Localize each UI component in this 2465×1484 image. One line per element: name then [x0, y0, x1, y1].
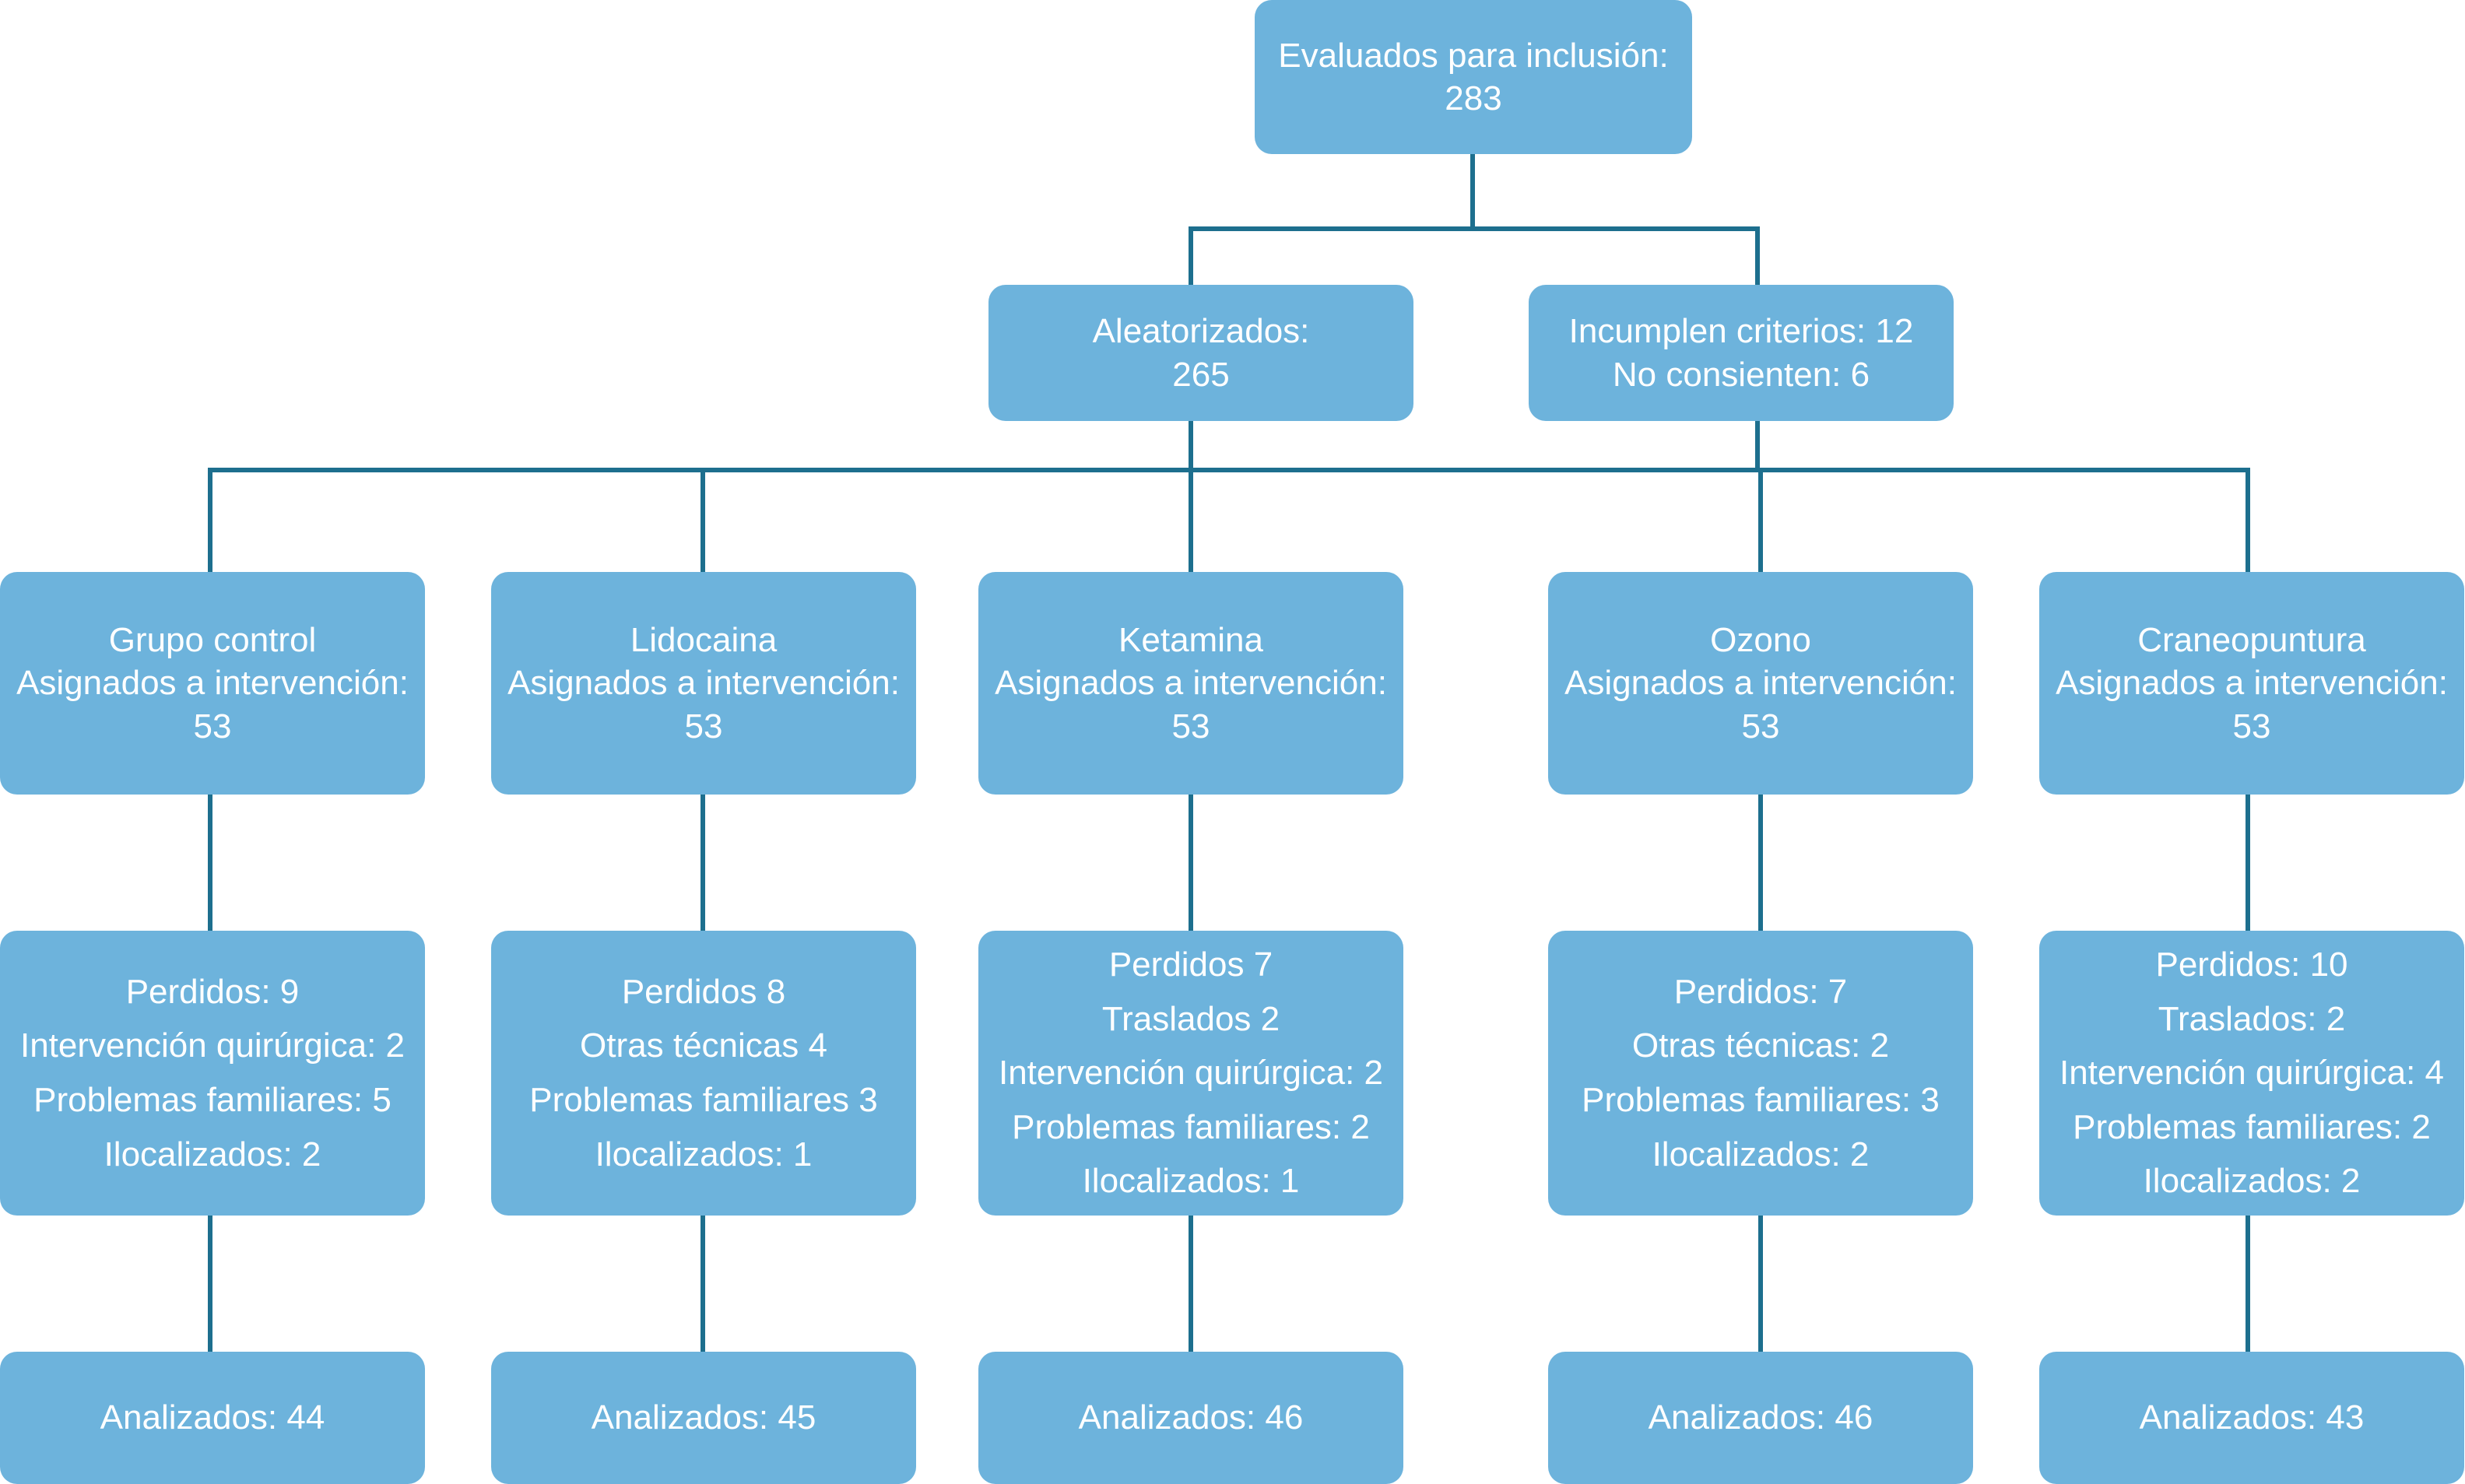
- loss-item: Problemas familiares: 2: [1012, 1107, 1370, 1146]
- excluded-box: Incumplen criterios: 12 No consienten: 6: [1529, 285, 1954, 421]
- analyzed-count: Analizados: 46: [1648, 1398, 1873, 1437]
- group-name: Lidocaina: [630, 620, 778, 659]
- loss-item: Perdidos: 10: [2155, 945, 2348, 984]
- group-assigned-count: 53: [2232, 707, 2271, 746]
- loss-item: Ilocalizados: 2: [1652, 1135, 1870, 1174]
- assessed-label: Evaluados para inclusión:: [1278, 36, 1669, 75]
- analyzed-count: Analizados: 44: [100, 1398, 325, 1437]
- analyzed-count: Analizados: 45: [591, 1398, 816, 1437]
- loss-item: Traslados 2: [1101, 999, 1280, 1038]
- group-name: Ozono: [1710, 620, 1811, 659]
- group-name: Ketamina: [1118, 620, 1263, 659]
- randomized-label: Aleatorizados:: [1092, 312, 1310, 351]
- analyzed-box-ketamina: Analizados: 46: [978, 1352, 1403, 1484]
- group-box-control: Grupo control Asignados a intervención: …: [0, 572, 425, 795]
- group-name: Craneopuntura: [2137, 620, 2366, 659]
- group-box-craneopuntura: Craneopuntura Asignados a intervención: …: [2039, 572, 2464, 795]
- analyzed-box-lidocaina: Analizados: 45: [491, 1352, 916, 1484]
- loss-item: Otras técnicas: 2: [1631, 1026, 1890, 1065]
- loss-item: Ilocalizados: 1: [1082, 1162, 1300, 1201]
- losses-box-ketamina: Perdidos 7 Traslados 2 Intervención quir…: [978, 931, 1403, 1216]
- analyzed-box-control: Analizados: 44: [0, 1352, 425, 1484]
- loss-item: Intervención quirúrgica: 2: [998, 1054, 1384, 1093]
- loss-item: Otras técnicas 4: [580, 1026, 827, 1065]
- loss-item: Problemas familiares 3: [529, 1081, 878, 1119]
- group-assigned-count: 53: [193, 707, 232, 746]
- loss-item: Problemas familiares: 2: [2073, 1107, 2431, 1146]
- loss-item: Ilocalizados: 2: [104, 1135, 321, 1174]
- group-assigned-label: Asignados a intervención:: [2056, 664, 2448, 703]
- losses-box-ozono: Perdidos: 7 Otras técnicas: 2 Problemas …: [1548, 931, 1973, 1216]
- analyzed-count: Analizados: 46: [1078, 1398, 1304, 1437]
- losses-box-craneopuntura: Perdidos: 10 Traslados: 2 Intervención q…: [2039, 931, 2464, 1216]
- loss-item: Intervención quirúrgica: 2: [19, 1026, 406, 1065]
- assessed-count: 283: [1445, 79, 1502, 118]
- loss-item: Perdidos 7: [1108, 945, 1273, 984]
- group-box-ozono: Ozono Asignados a intervención: 53: [1548, 572, 1973, 795]
- group-assigned-label: Asignados a intervención:: [995, 664, 1387, 703]
- randomized-count: 265: [1172, 355, 1230, 394]
- loss-item: Problemas familiares: 3: [1582, 1081, 1940, 1119]
- group-box-ketamina: Ketamina Asignados a intervención: 53: [978, 572, 1403, 795]
- analyzed-count: Analizados: 43: [2139, 1398, 2365, 1437]
- losses-box-lidocaina: Perdidos 8 Otras técnicas 4 Problemas fa…: [491, 931, 916, 1216]
- analyzed-box-ozono: Analizados: 46: [1548, 1352, 1973, 1484]
- loss-item: Ilocalizados: 1: [595, 1135, 813, 1174]
- group-name: Grupo control: [108, 620, 317, 659]
- losses-box-control: Perdidos: 9 Intervención quirúrgica: 2 P…: [0, 931, 425, 1216]
- group-assigned-count: 53: [684, 707, 723, 746]
- randomized-box: Aleatorizados: 265: [988, 285, 1413, 421]
- loss-item: Perdidos 8: [621, 972, 786, 1011]
- loss-item: Ilocalizados: 2: [2143, 1162, 2361, 1201]
- group-assigned-label: Asignados a intervención:: [507, 664, 900, 703]
- loss-item: Perdidos: 7: [1673, 972, 1848, 1011]
- group-assigned-count: 53: [1741, 707, 1780, 746]
- loss-item: Problemas familiares: 5: [33, 1081, 392, 1119]
- group-assigned-label: Asignados a intervención:: [1564, 664, 1957, 703]
- group-assigned-label: Asignados a intervención:: [16, 664, 409, 703]
- excluded-criteria: Incumplen criterios: 12: [1568, 312, 1914, 351]
- group-assigned-count: 53: [1171, 707, 1210, 746]
- analyzed-box-craneopuntura: Analizados: 43: [2039, 1352, 2464, 1484]
- loss-item: Intervención quirúrgica: 4: [2059, 1054, 2445, 1093]
- loss-item: Traslados: 2: [2158, 999, 2346, 1038]
- loss-item: Perdidos: 9: [125, 972, 300, 1011]
- excluded-no-consent: No consienten: 6: [1612, 355, 1870, 394]
- group-box-lidocaina: Lidocaina Asignados a intervención: 53: [491, 572, 916, 795]
- assessed-box: Evaluados para inclusión: 283: [1255, 0, 1692, 154]
